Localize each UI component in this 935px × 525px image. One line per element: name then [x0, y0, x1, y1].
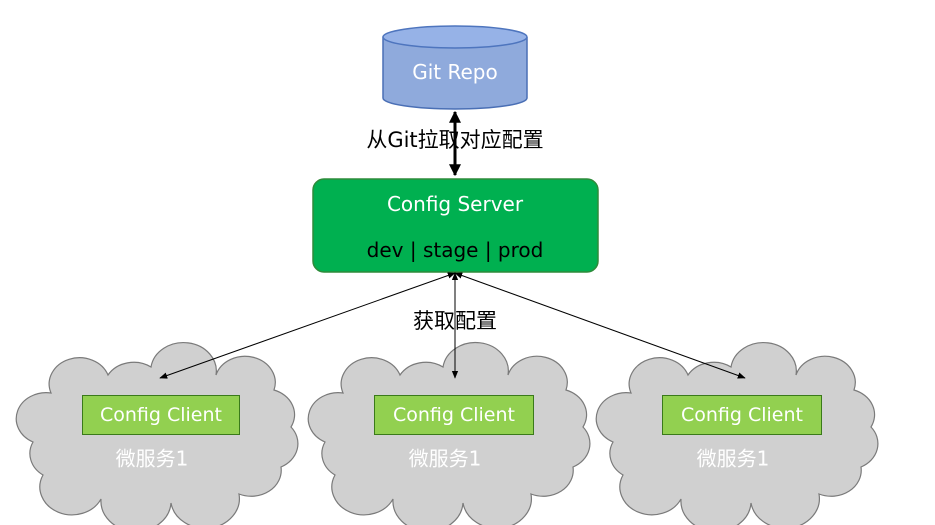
config-server-environments: dev | stage | prod	[366, 238, 544, 262]
config-server-title: Config Server	[386, 192, 524, 216]
microservice-label: 微服务1	[115, 446, 189, 471]
config-server-box	[312, 178, 599, 273]
config-client-box: Config Client	[374, 395, 534, 435]
git-repo-label: Git Repo	[412, 60, 498, 84]
microservice-label: 微服务1	[696, 446, 770, 471]
config-client-box: Config Client	[82, 395, 240, 435]
config-client-box: Config Client	[662, 395, 822, 435]
pull-config-label: 从Git拉取对应配置	[366, 128, 544, 152]
fetch-config-label: 获取配置	[413, 309, 497, 333]
git-repo-cylinder	[382, 25, 528, 110]
microservice-label: 微服务1	[408, 446, 482, 471]
fetch-arrow-right	[454, 272, 746, 379]
fetch-arrow-left	[159, 272, 456, 379]
